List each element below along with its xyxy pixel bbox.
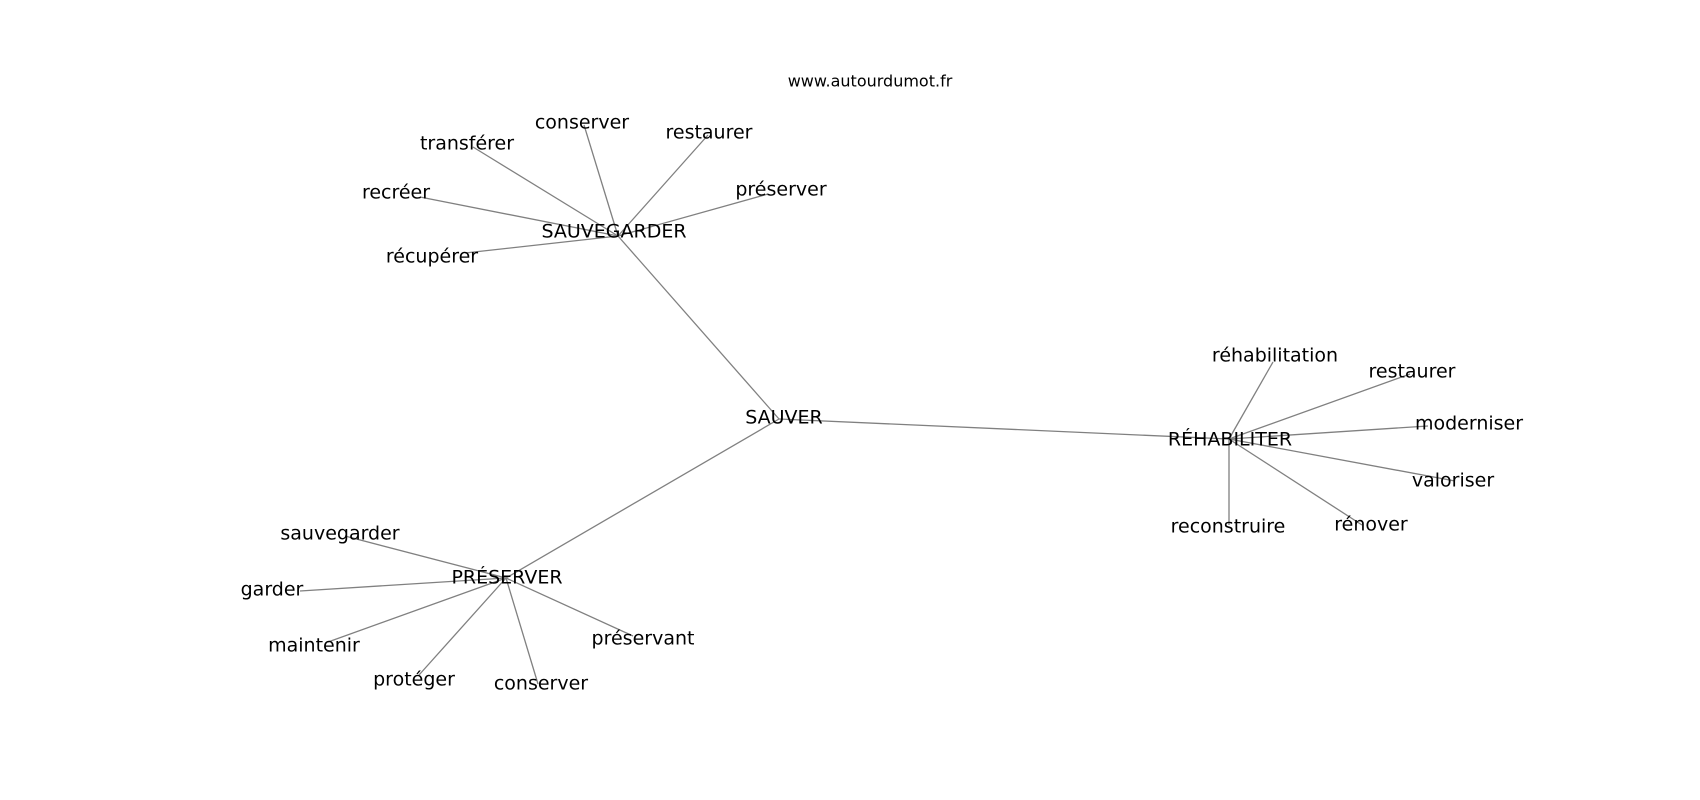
edge-rehabiliter-valoriser xyxy=(1228,438,1456,482)
edge-center-rehabiliter xyxy=(778,418,1230,440)
edge-sauvegarder-preserver xyxy=(617,193,769,237)
word-node-label-reconstruire: reconstruire xyxy=(1171,516,1286,538)
edge-rehabiliter-rehabilitation xyxy=(1228,361,1274,440)
word-node-label-transferer: transférer xyxy=(420,133,514,155)
word-node-label-rehabilitation: réhabilitation xyxy=(1212,345,1338,367)
edge-sauvegarder-restaurer xyxy=(617,134,709,237)
word-node-label-sauvegarder: sauvegarder xyxy=(280,523,399,545)
word-node-label-preserver: préserver xyxy=(735,179,826,201)
edge-sauvegarder-recreer xyxy=(419,196,619,237)
edge-preserver-proteger xyxy=(418,577,507,676)
edge-sauvegarder-recuperer xyxy=(464,235,619,254)
word-node-label-moderniser: moderniser xyxy=(1415,413,1523,435)
center-node-label: SAUVER xyxy=(745,407,823,429)
hub-node-label-rehabiliter: RÉHABILITER xyxy=(1168,428,1292,451)
word-node-label-restaurer: restaurer xyxy=(1368,361,1455,383)
word-node-label-garder: garder xyxy=(241,579,304,601)
edge-preserver-sauvegarder xyxy=(344,535,507,579)
word-node-label-maintenir: maintenir xyxy=(268,635,360,657)
word-node-label-proteger: protéger xyxy=(373,669,455,691)
edge-rehabiliter-renover xyxy=(1228,438,1363,526)
word-node-label-conserver: conserver xyxy=(494,673,588,695)
edge-sauvegarder-transferer xyxy=(472,146,619,237)
edge-preserver-garder xyxy=(299,577,507,592)
edge-center-preserver xyxy=(505,418,780,579)
edge-rehabiliter-restaurer xyxy=(1228,373,1411,440)
edge-rehabiliter-moderniser xyxy=(1228,425,1429,440)
hub-node-label-preserver: PRÉSERVER xyxy=(451,566,562,589)
edge-preserver-preservant xyxy=(505,577,634,637)
word-node-label-conserver: conserver xyxy=(535,112,629,134)
word-node-label-restaurer: restaurer xyxy=(665,122,752,144)
word-node-label-preservant: préservant xyxy=(592,628,695,650)
edge-preserver-conserver xyxy=(505,577,539,685)
watermark-text: www.autourdumot.fr xyxy=(788,72,953,91)
word-node-label-renover: rénover xyxy=(1334,514,1408,536)
graph-edges xyxy=(299,124,1456,685)
graph-labels: SAUVER SAUVEGARDER transférer conserver rest… xyxy=(241,112,1524,695)
hub-node-label-sauvegarder: SAUVEGARDER xyxy=(541,221,686,243)
word-node-label-valoriser: valoriser xyxy=(1412,470,1494,492)
edge-center-sauvegarder xyxy=(617,235,780,420)
word-node-label-recuperer: récupérer xyxy=(386,246,478,268)
word-node-label-recreer: recréer xyxy=(362,182,430,204)
edge-sauvegarder-conserver xyxy=(583,124,619,237)
edge-preserver-maintenir xyxy=(327,577,507,643)
